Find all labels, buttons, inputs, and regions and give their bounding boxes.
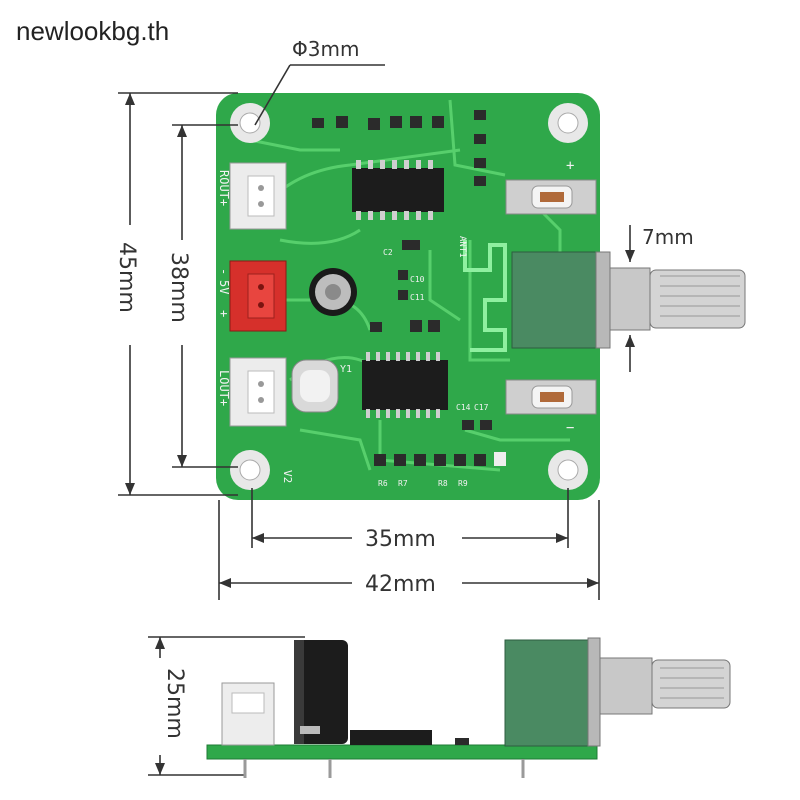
side-chip	[350, 730, 432, 745]
potentiometer-top[interactable]	[511, 251, 746, 349]
pot-knob-shaft	[649, 269, 746, 329]
watermark-text: newlookbg.th	[16, 16, 169, 46]
pcb-antenna	[463, 240, 507, 352]
side-capacitor	[294, 640, 348, 744]
dimension-height-inner: 38mm	[166, 252, 191, 323]
dimension-height-outer: 45mm	[114, 242, 139, 313]
label-power-minus: -	[217, 268, 231, 275]
button-volume-down[interactable]	[505, 379, 597, 415]
label-5v: 5V	[217, 280, 231, 294]
ic-chip-bottom	[362, 352, 448, 418]
label-button-plus: +	[566, 158, 574, 174]
label-c2: C2	[383, 248, 393, 257]
label-button-minus: −	[566, 420, 574, 436]
label-c14: C14	[456, 403, 471, 412]
label-rout: ROUT+	[217, 170, 231, 206]
connector-5v-power	[229, 260, 287, 332]
label-c17: C17	[474, 403, 489, 412]
potentiometer-side[interactable]	[504, 637, 731, 747]
silkscreen-labels: C2 C10 C11 C14 C17 V2 R6 R7 R8 R9	[281, 248, 489, 488]
dimension-side-height: 25mm	[162, 668, 187, 739]
crystal-oscillator	[291, 359, 339, 413]
ic-chip-top	[352, 160, 444, 220]
connector-rout	[229, 162, 287, 230]
label-lout: LOUT+	[217, 370, 231, 406]
dimension-hole-diameter: Φ3mm	[292, 37, 359, 61]
label-r9: R9	[458, 479, 468, 488]
label-version: V2	[281, 470, 294, 483]
label-c10: C10	[410, 275, 425, 284]
side-pcb	[206, 744, 598, 760]
pot-shaft-base	[609, 267, 651, 331]
label-power-plus: +	[217, 310, 231, 317]
label-r6: R6	[378, 479, 388, 488]
side-connector	[221, 682, 275, 746]
connector-lout	[229, 357, 287, 427]
dimension-width-inner: 35mm	[365, 527, 436, 552]
electrolytic-capacitor	[309, 268, 357, 316]
dimension-arrows	[125, 93, 635, 775]
mounting-holes	[230, 103, 588, 490]
label-antenna: ANT1	[457, 236, 467, 258]
label-r7: R7	[398, 479, 408, 488]
button-volume-up[interactable]	[505, 179, 597, 215]
pcb-traces	[249, 99, 570, 472]
label-c11: C11	[410, 293, 425, 302]
pot-body	[511, 251, 607, 349]
smd-components	[312, 110, 506, 466]
dimension-width-outer: 42mm	[365, 572, 436, 597]
label-crystal: Y1	[340, 364, 352, 375]
dimension-shaft-width: 7mm	[642, 225, 694, 249]
side-pins	[243, 759, 525, 778]
pcb-side-view	[206, 637, 731, 778]
pcb-top-view: ROUT+ 5V - + LOUT+ Y1	[216, 93, 600, 500]
label-r8: R8	[438, 479, 448, 488]
